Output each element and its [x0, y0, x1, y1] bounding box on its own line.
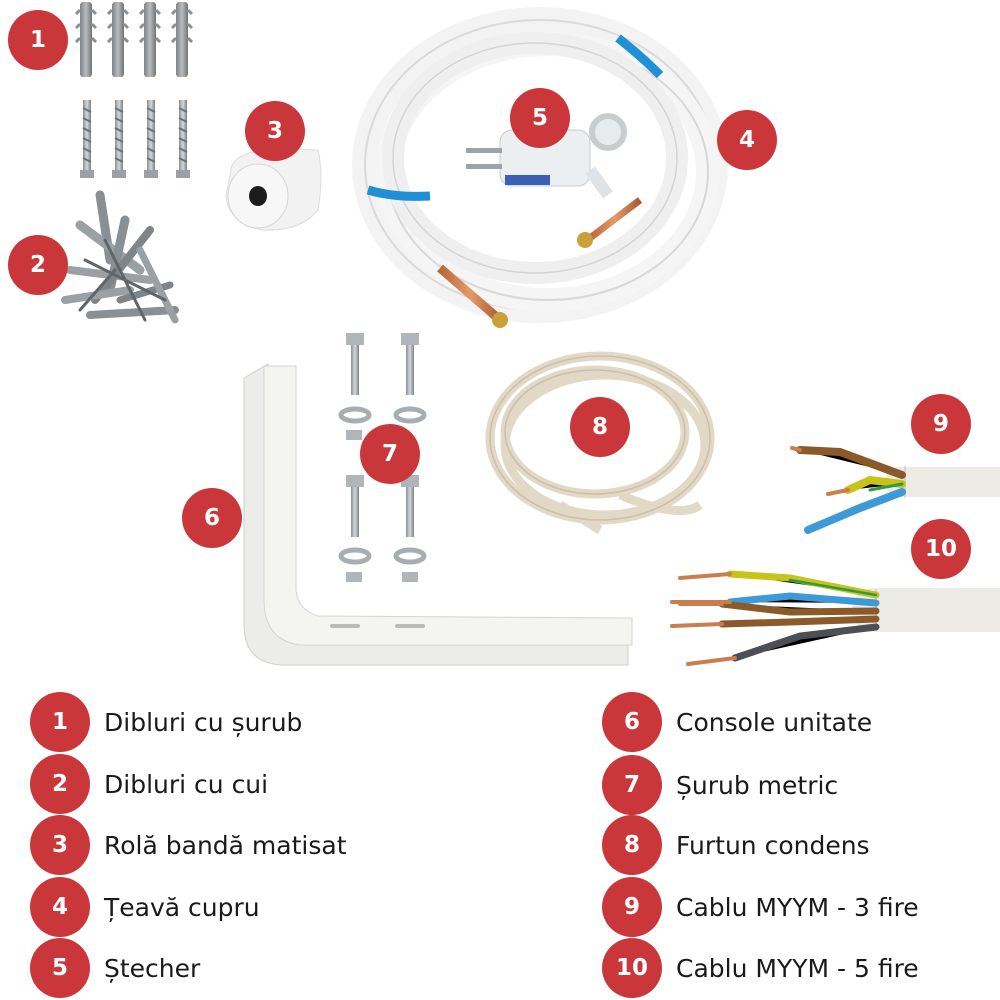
wall-bracket-image — [243, 363, 633, 666]
legend-item: 6 Console unitate — [602, 692, 872, 752]
badge-9: 9 — [911, 394, 971, 454]
cable-5-wire-image — [670, 570, 1000, 666]
legend-label: Rolă bandă matisat — [104, 830, 347, 860]
badge-8: 8 — [570, 397, 630, 457]
legend-item: 10 Cablu MYYM - 5 fire — [602, 938, 919, 998]
wall-plugs-with-screws-image — [74, 2, 194, 178]
badge-1: 1 — [8, 10, 68, 70]
legend-item: 1 Dibluri cu șurub — [30, 692, 302, 752]
legend-badge: 7 — [602, 755, 662, 815]
badge-3: 3 — [245, 101, 305, 161]
legend-badge: 8 — [602, 815, 662, 875]
badge-5: 5 — [510, 88, 570, 148]
badge-4: 4 — [717, 110, 777, 170]
legend-item: 4 Țeavă cupru — [30, 877, 260, 937]
legend-badge: 3 — [30, 815, 90, 875]
legend-badge: 4 — [30, 877, 90, 937]
wall-plugs-with-nails-image — [61, 190, 179, 324]
tape-roll-image — [225, 147, 322, 231]
legend-label: Șurub metric — [676, 770, 839, 800]
badge-2: 2 — [8, 235, 68, 295]
legend-item: 8 Furtun condens — [602, 815, 870, 875]
legend-item: 2 Dibluri cu cui — [30, 754, 268, 814]
legend-label: Cablu MYYM - 3 fire — [676, 892, 919, 922]
legend-label: Dibluri cu cui — [104, 769, 269, 799]
legend-label: Cablu MYYM - 5 fire — [676, 953, 919, 983]
legend-item: 3 Rolă bandă matisat — [30, 815, 347, 875]
badge-6: 6 — [182, 488, 242, 548]
legend-badge: 5 — [30, 938, 90, 998]
legend-badge: 6 — [602, 692, 662, 752]
legend-badge: 10 — [602, 938, 662, 998]
legend-label: Console unitate — [676, 707, 873, 737]
legend-item: 5 Ștecher — [30, 938, 200, 998]
power-plug-image — [466, 113, 627, 199]
copper-pipe-coil-image — [352, 7, 728, 328]
legend-badge: 2 — [30, 754, 90, 814]
legend-label: Dibluri cu șurub — [104, 707, 303, 737]
condensate-hose-image — [485, 351, 715, 534]
legend-badge: 1 — [30, 692, 90, 752]
legend-item: 7 Șurub metric — [602, 755, 838, 815]
cable-3-wire-image — [790, 446, 1000, 534]
badge-10: 10 — [911, 519, 971, 579]
legend-label: Țeavă cupru — [104, 892, 260, 922]
badge-7: 7 — [360, 424, 420, 484]
legend-item: 9 Cablu MYYM - 3 fire — [602, 877, 919, 937]
legend-label: Ștecher — [104, 953, 201, 983]
legend-badge: 9 — [602, 877, 662, 937]
legend-label: Furtun condens — [676, 830, 870, 860]
metric-bolts-image — [338, 333, 427, 582]
kit-illustration — [61, 2, 1000, 666]
